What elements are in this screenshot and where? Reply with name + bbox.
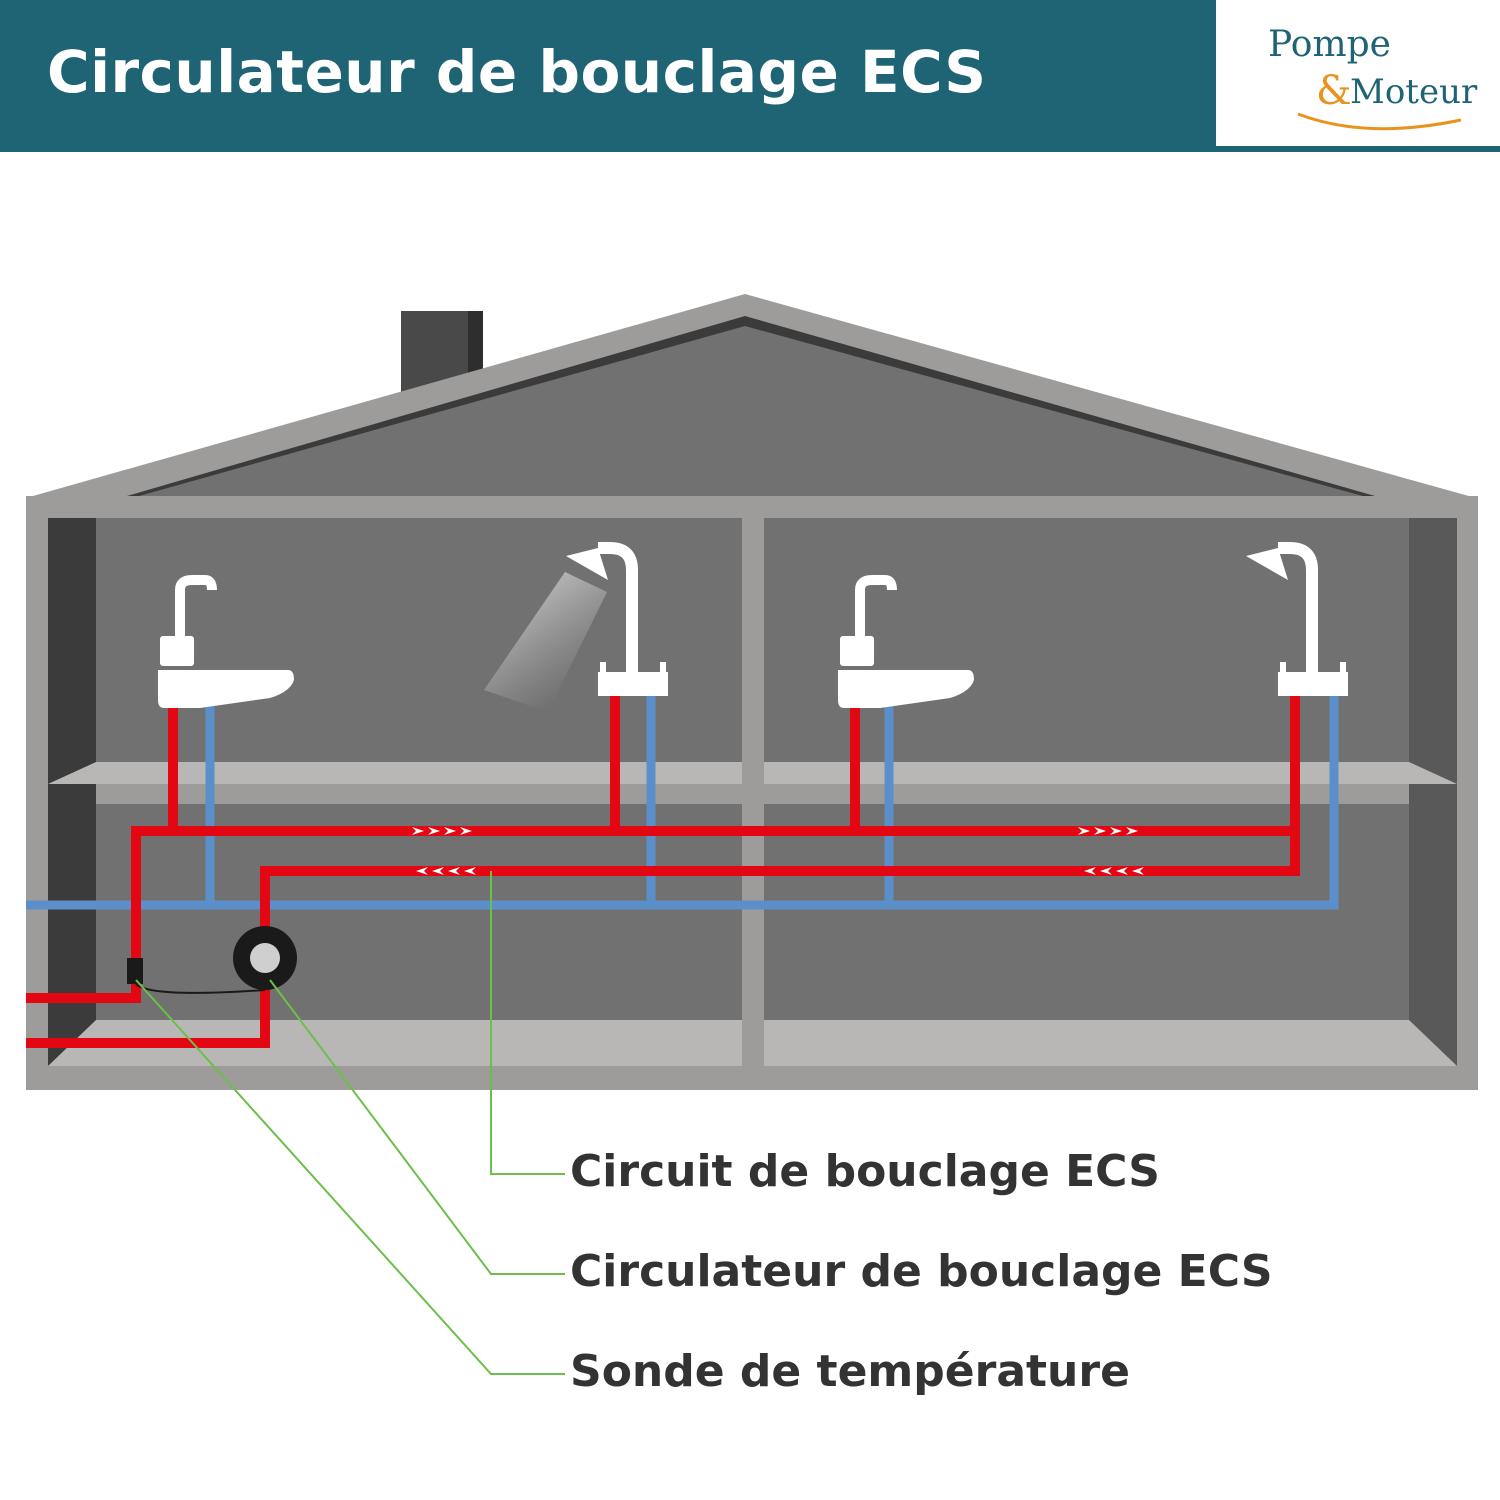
shower-icon [566, 542, 668, 696]
sink-icon [158, 575, 294, 708]
floor-lower-right [764, 1020, 1457, 1066]
logo-word-moteur: Moteur [1350, 72, 1478, 112]
flow-arrows [412, 827, 1144, 875]
logo-ampersand: & [1316, 68, 1352, 114]
brand-logo: Pompe & Moteur [1216, 0, 1500, 146]
circulator-pump [233, 926, 297, 990]
label-probe: Sonde de température [570, 1346, 1130, 1397]
hot-water-pipes [26, 695, 1300, 1003]
room-upper-right [764, 518, 1457, 784]
left-wall-shadow [48, 518, 96, 1066]
shower-spray [484, 572, 607, 712]
floor-lower-left [48, 1020, 742, 1066]
title-banner: Circulateur de bouclage ECS Pompe & Mote… [0, 0, 1500, 152]
probe-cable [135, 983, 266, 994]
attic [132, 326, 1370, 498]
page-title: Circulateur de bouclage ECS [47, 38, 987, 106]
recirculation-loop [260, 831, 1300, 960]
floor-upper-left [48, 762, 742, 784]
logo-swoosh-icon [1297, 112, 1462, 131]
sink-icon [838, 575, 974, 708]
label-circulator: Circulateur de bouclage ECS [570, 1246, 1273, 1297]
temperature-probe [127, 958, 143, 984]
shower-icon [1246, 542, 1348, 696]
floor-upper-right [764, 762, 1457, 784]
logo-word-pompe: Pompe [1268, 24, 1391, 65]
leader-lines [135, 871, 565, 1375]
label-circuit: Circuit de bouclage ECS [570, 1146, 1160, 1197]
right-wall-shadow [1409, 518, 1457, 1066]
